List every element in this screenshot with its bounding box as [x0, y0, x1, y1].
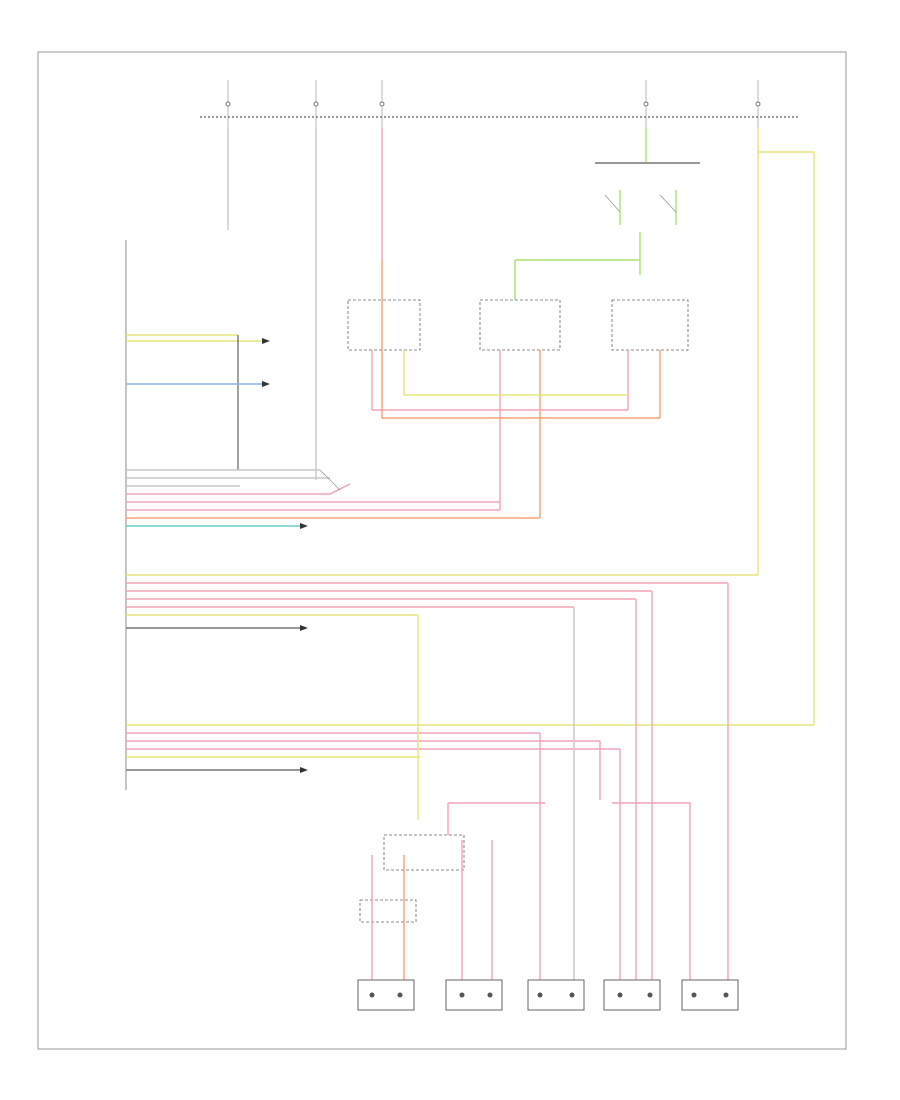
motor-1 [357, 979, 415, 1011]
fuse-4 [643, 80, 649, 128]
switch-module-1 [347, 299, 421, 410]
switch-module-2 [479, 299, 561, 510]
fuse-5 [755, 80, 761, 128]
fuse-2 [313, 80, 319, 128]
terminal-arrows [262, 338, 308, 773]
motor-2 [445, 979, 503, 1011]
motor-5 [681, 979, 739, 1011]
wire-c7 [240, 483, 351, 495]
wire-red-2 [612, 802, 691, 980]
motor-4 [603, 979, 661, 1011]
lower-relay-module [359, 834, 493, 980]
switch-module-3 [611, 299, 689, 418]
power-bus [200, 80, 800, 128]
wire-yellow-right [758, 151, 815, 725]
diagram-border [37, 51, 847, 1050]
relay-switch-group [514, 128, 700, 300]
fuse-1 [225, 80, 231, 128]
wire-orange-link [381, 260, 660, 419]
wire-c4-join [319, 469, 341, 491]
motor-3 [527, 979, 585, 1011]
fuse-3 [379, 80, 385, 128]
